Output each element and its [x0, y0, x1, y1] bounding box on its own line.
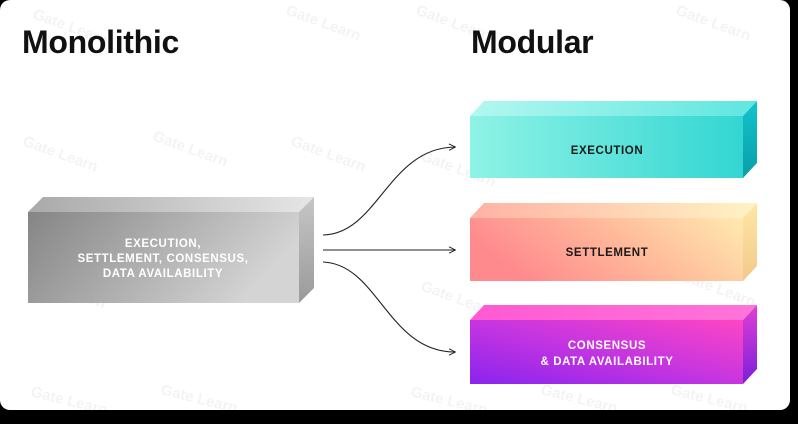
arrow-to-execution: [322, 147, 455, 236]
monolithic-block-label-line-2: SETTLEMENT, CONSENSUS,: [77, 253, 248, 265]
monolithic-block-front-face: [28, 212, 299, 303]
execution-block-front-face: [470, 116, 743, 178]
monolithic-block-label-line-1: EXECUTION,: [125, 238, 201, 250]
arrow-to-consensus: [322, 261, 455, 352]
monolithic-block-label-line-3: DATA AVAILABILITY: [103, 268, 223, 280]
settlement-block-top-face: [470, 203, 757, 218]
consensus-layer-label-line-1: CONSENSUS: [568, 340, 646, 352]
settlement-layer-label: SETTLEMENT: [566, 247, 649, 259]
settlement-layer-block: SETTLEMENT: [470, 203, 757, 281]
settlement-block-front-face: [470, 218, 743, 281]
modular-title: Modular: [471, 24, 593, 60]
execution-layer-label: EXECUTION: [571, 145, 644, 157]
execution-layer-block: EXECUTION: [470, 101, 757, 178]
execution-block-top-face: [470, 101, 757, 116]
monolithic-block-top-face: [28, 197, 314, 212]
settlement-block-side-face: [743, 203, 757, 281]
execution-block-side-face: [743, 101, 757, 178]
consensus-layer-label-line-2: & DATA AVAILABILITY: [541, 356, 674, 368]
consensus-block-front-face: [470, 320, 743, 384]
monolithic-title: Monolithic: [22, 24, 179, 60]
consensus-block-top-face: [470, 305, 757, 320]
arrows: [322, 147, 455, 352]
monolithic-block: EXECUTION, SETTLEMENT, CONSENSUS, DATA A…: [28, 197, 314, 303]
consensus-layer-block: CONSENSUS & DATA AVAILABILITY: [470, 305, 757, 384]
consensus-block-side-face: [743, 305, 757, 384]
monolithic-block-side-face: [299, 197, 314, 303]
